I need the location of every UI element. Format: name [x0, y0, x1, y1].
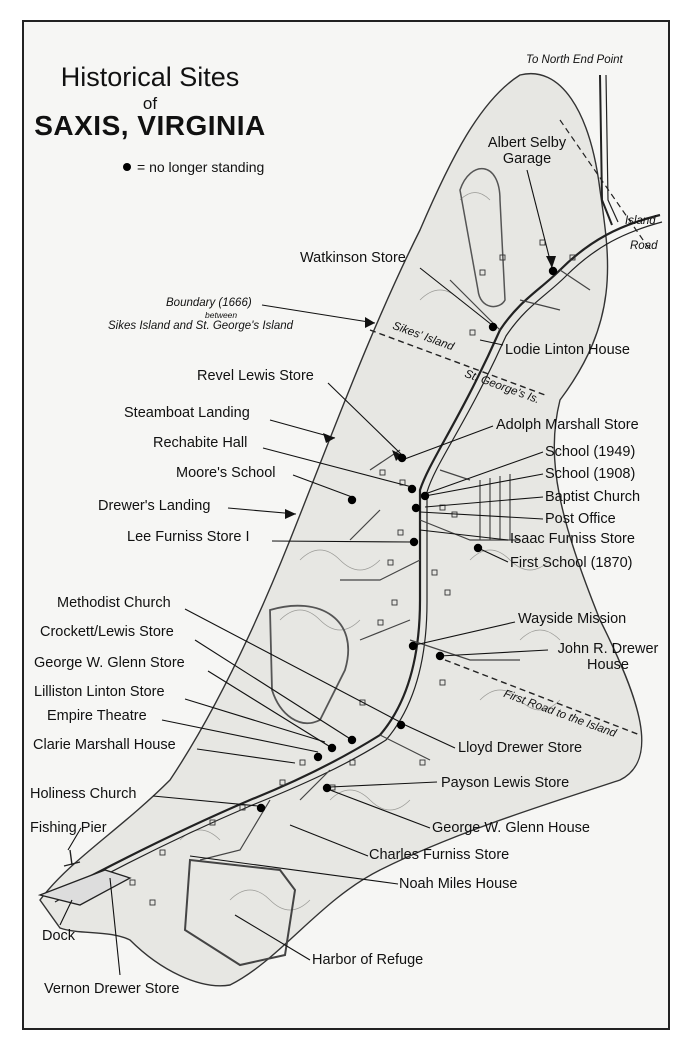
- map-title: Historical Sites: [60, 62, 240, 92]
- label-baptist-church: Baptist Church: [545, 489, 641, 505]
- label-payson-lewis-store: Payson Lewis Store: [441, 775, 570, 791]
- dot-john-drewer-house: [435, 651, 445, 661]
- label-rechabite-hall: Rechabite Hall: [153, 435, 248, 451]
- label-school-1949: School (1949): [545, 444, 636, 460]
- canals: [479, 474, 511, 540]
- label-empire-theatre: Empire Theatre: [47, 708, 147, 724]
- label-boundary-2: between: [205, 310, 238, 320]
- south-pond: [269, 604, 350, 725]
- label-boundary-3: Sikes Island and St. George's Island: [108, 320, 294, 332]
- dot-revel-lewis-store: [397, 453, 407, 463]
- dot-moores-school: [347, 495, 357, 505]
- dot-empire-theatre: [313, 752, 323, 762]
- label-harbor-of-refuge: Harbor of Refuge: [312, 952, 424, 968]
- label-holiness-church: Holiness Church: [30, 786, 137, 802]
- label-lee-furniss-store: Lee Furniss Store I: [127, 529, 250, 545]
- label-albert-selby-line2: Garage: [502, 150, 552, 167]
- label-drewers-landing: Drewer's Landing: [98, 498, 211, 514]
- map-title-of: of: [142, 94, 158, 113]
- map-title-place: SAXIS, VIRGINIA: [34, 110, 266, 141]
- dot-crockett-lewis-store: [347, 735, 357, 745]
- fishing-pier-structure: [37, 869, 132, 906]
- dot-george-glenn-store: [327, 743, 337, 753]
- label-adolph-marshall-store: Adolph Marshall Store: [496, 417, 639, 433]
- label-lloyd-drewer-store: Lloyd Drewer Store: [458, 740, 583, 756]
- pier-stub: [63, 849, 81, 867]
- label-noah-miles-house: Noah Miles House: [399, 876, 518, 892]
- label-wayside-mission: Wayside Mission: [518, 611, 627, 627]
- label-vernon-drewer-store: Vernon Drewer Store: [44, 981, 180, 997]
- label-isaac-furniss-store: Isaac Furniss Store: [510, 531, 635, 547]
- label-john-drewer-line1: John R. Drewer: [557, 641, 659, 657]
- dot-holiness-church: [256, 803, 266, 813]
- dot-first-school: [473, 543, 483, 553]
- label-john-drewer-line2: House: [587, 656, 629, 673]
- label-island-road-1: Island: [625, 215, 656, 227]
- dot-wayside-mission: [408, 641, 418, 651]
- dot-lee-furniss-store: [409, 537, 419, 547]
- dot-albert-selby-garage: [548, 266, 558, 276]
- side-streets: [199, 269, 591, 861]
- arrowheads: [285, 256, 556, 519]
- label-fishing-pier: Fishing Pier: [30, 820, 107, 836]
- label-island-road-2: Road: [630, 240, 658, 252]
- first-road-line: [444, 659, 641, 736]
- legend-text: = no longer standing: [137, 159, 265, 175]
- boundary-1666-line: [369, 329, 546, 396]
- legend: = no longer standing: [123, 159, 264, 175]
- island-road-line: [559, 119, 651, 251]
- label-moores-school: Moore's School: [176, 465, 276, 481]
- dot-school-1949: [420, 491, 430, 501]
- dot-rechabite-hall: [407, 484, 417, 494]
- island-landmass: [39, 72, 643, 987]
- north-pond: [459, 167, 506, 308]
- label-first-school: First School (1870): [510, 555, 633, 571]
- dot-lloyd-drewer-store: [396, 720, 406, 730]
- label-methodist-church: Methodist Church: [57, 595, 171, 611]
- label-clarie-marshall-house: Clarie Marshall House: [33, 737, 176, 753]
- label-albert-selby-line1: Albert Selby: [487, 135, 567, 151]
- label-boundary-1: Boundary (1666): [166, 297, 252, 309]
- label-revel-lewis-store: Revel Lewis Store: [197, 368, 314, 384]
- main-road-edge: [54, 221, 663, 903]
- north-end-road: [599, 74, 613, 226]
- label-steamboat-landing: Steamboat Landing: [124, 405, 250, 421]
- label-john-drewer-house: John R. Drewer House: [548, 641, 668, 674]
- main-road: [54, 213, 661, 896]
- dot-post-office: [411, 503, 421, 513]
- label-to-north-end-point: To North End Point: [526, 54, 623, 66]
- harbor-basin: [183, 858, 297, 967]
- label-albert-selby-garage: Albert Selby Garage: [472, 135, 582, 168]
- label-post-office: Post Office: [545, 511, 616, 527]
- label-lilliston-linton-store: Lilliston Linton Store: [34, 684, 165, 700]
- label-george-glenn-store: George W. Glenn Store: [34, 655, 185, 671]
- label-watkinson-store: Watkinson Store: [300, 250, 406, 266]
- legend-dot-icon: [123, 163, 131, 171]
- label-school-1908: School (1908): [545, 466, 636, 482]
- label-charles-furniss-store: Charles Furniss Store: [369, 847, 510, 863]
- dot-watkinson-store: [488, 322, 498, 332]
- dot-payson-lewis-store: [322, 783, 332, 793]
- label-lodie-linton-house: Lodie Linton House: [505, 342, 630, 358]
- label-crockett-lewis-store: Crockett/Lewis Store: [40, 624, 174, 640]
- label-dock: Dock: [42, 928, 76, 944]
- leader-lines: [59, 169, 553, 976]
- label-george-glenn-house: George W. Glenn House: [432, 820, 590, 836]
- north-end-road-edge: [605, 74, 619, 223]
- site-dots: [256, 266, 558, 813]
